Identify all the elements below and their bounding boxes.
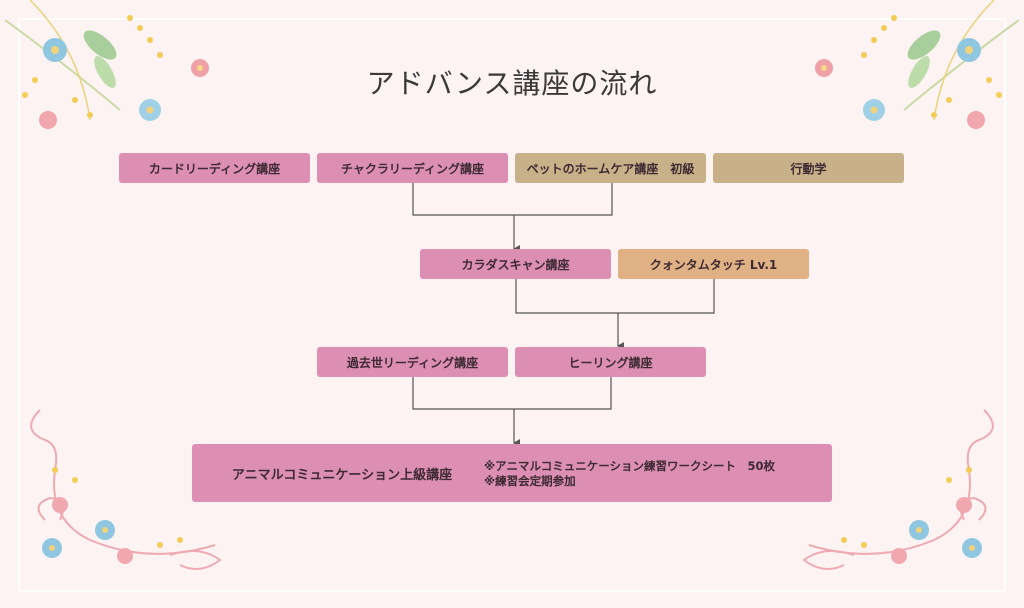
connector-line: [412, 183, 613, 216]
course-past-life-reading: 過去世リーディング講座: [317, 347, 508, 377]
connector-line: [412, 377, 612, 410]
course-behavior: 行動学: [713, 153, 904, 183]
flower-icon: [815, 0, 1020, 129]
course-quantum-touch: クォンタムタッチ Lv.1: [618, 249, 809, 279]
course-card-reading: カードリーディング講座: [119, 153, 310, 183]
page-frame: [18, 18, 1006, 592]
final-course-label: アニマルコミュニケーション上級講座: [231, 467, 453, 483]
swirl-icon: [30, 409, 222, 570]
course-healing: ヒーリング講座: [515, 347, 706, 377]
note-line: ※練習会定期参加: [484, 474, 576, 488]
swirl-icon: [802, 409, 994, 570]
course-body-scan: カラダスキャン講座: [420, 249, 611, 279]
final-course-notes: ※アニマルコミュニケーション練習ワークシート 50枚 ※練習会定期参加: [484, 459, 775, 489]
connector-line: [515, 279, 715, 314]
course-pet-home-care: ペットのホームケア講座 初級: [515, 153, 706, 183]
flower-icon: [4, 0, 209, 129]
course-chakra-reading: チャクラリーディング講座: [317, 153, 508, 183]
note-line: ※アニマルコミュニケーション練習ワークシート 50枚: [484, 459, 775, 473]
page-title: アドバンス講座の流れ: [366, 67, 658, 100]
course-advanced-animal-communication: アニマルコミュニケーション上級講座 ※アニマルコミュニケーション練習ワークシート…: [192, 444, 832, 502]
